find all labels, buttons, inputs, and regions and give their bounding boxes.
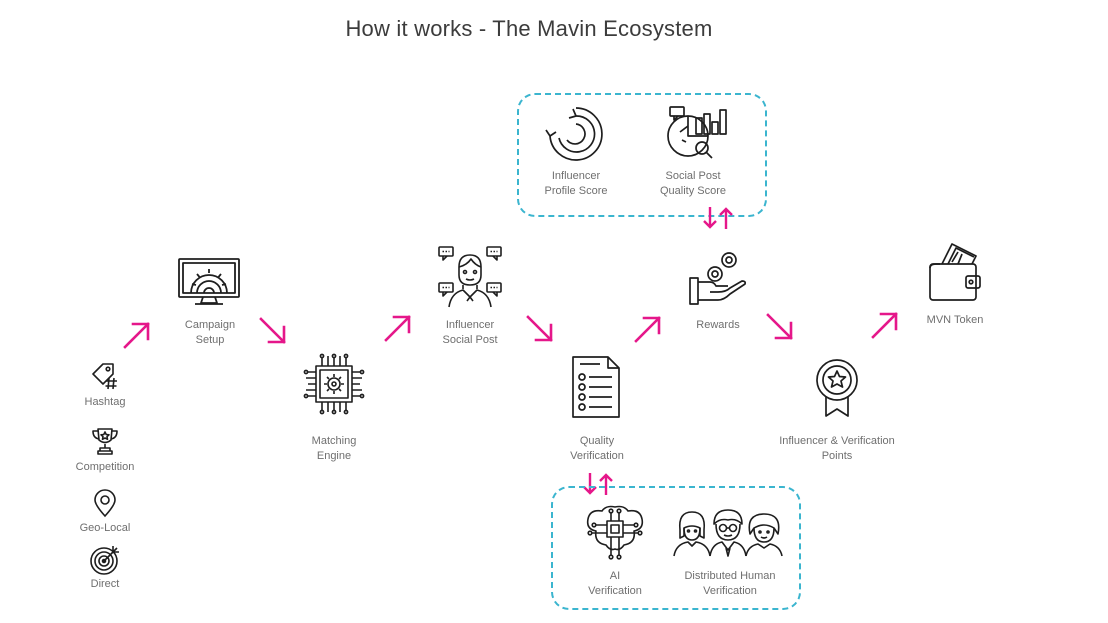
human-verification-label: Distributed Human Verification [684,570,776,597]
target-icon [90,546,119,575]
quality-verification-label: Quality Verification [570,435,624,462]
flow-arrow-up-icon [384,315,411,342]
flow-arrow-up-icon [123,322,150,349]
influencer-social-post-label: Influencer Social Post [442,319,498,346]
campaign-type-hashtag: Hashtag [70,360,140,408]
campaign-type-direct: Direct [70,543,140,590]
profile-score-label: Influencer Profile Score [544,170,608,197]
wallet-icon [929,243,981,301]
bidirectional-arrows-icon [583,473,613,495]
campaign-type-geo-local: Geo-Local [70,489,140,534]
rewards-label: Rewards [696,319,740,331]
page-title: How it works - The Mavin Ecosystem [345,16,713,41]
people-group-icon [673,509,783,557]
flow-arrow-down-icon [259,317,286,344]
campaign-setup-label: Campaign Setup [184,319,236,346]
scoring-group-box [517,93,767,217]
location-pin-icon [94,489,116,518]
trophy-icon [92,428,118,455]
flow-arrow-up-icon [634,316,661,343]
geo-local-label: Geo-Local [79,522,131,534]
flow-arrow-down-icon [766,313,793,340]
badge-icon [816,359,858,417]
direct-label: Direct [90,578,120,590]
checklist-icon [572,356,620,418]
campaign-type-competition: Competition [70,425,140,473]
ai-brain-chip-icon [586,505,644,560]
hashtag-tag-icon [92,363,117,390]
analytics-icon [667,106,727,159]
cpu-chip-icon [303,353,365,415]
flow-arrow-up-icon [871,312,898,339]
post-quality-score-label: Social Post Quality Score [659,170,727,197]
refresh-gauge-icon [545,107,603,161]
matching-engine-label: Matching Engine [311,435,357,462]
flow-arrow-down-icon [526,315,553,342]
monitor-gear-icon [178,258,240,305]
influencer-chat-icon [438,246,502,308]
bidirectional-arrows-icon [703,207,733,229]
hand-coins-icon [689,252,747,305]
verification-group-box [551,486,801,610]
ai-verification-label: AI Verification [588,570,642,597]
mvn-token-label: MVN Token [926,314,984,326]
competition-label: Competition [75,461,135,473]
points-label: Influencer & Verification Points [779,435,895,462]
hashtag-label: Hashtag [84,396,126,408]
